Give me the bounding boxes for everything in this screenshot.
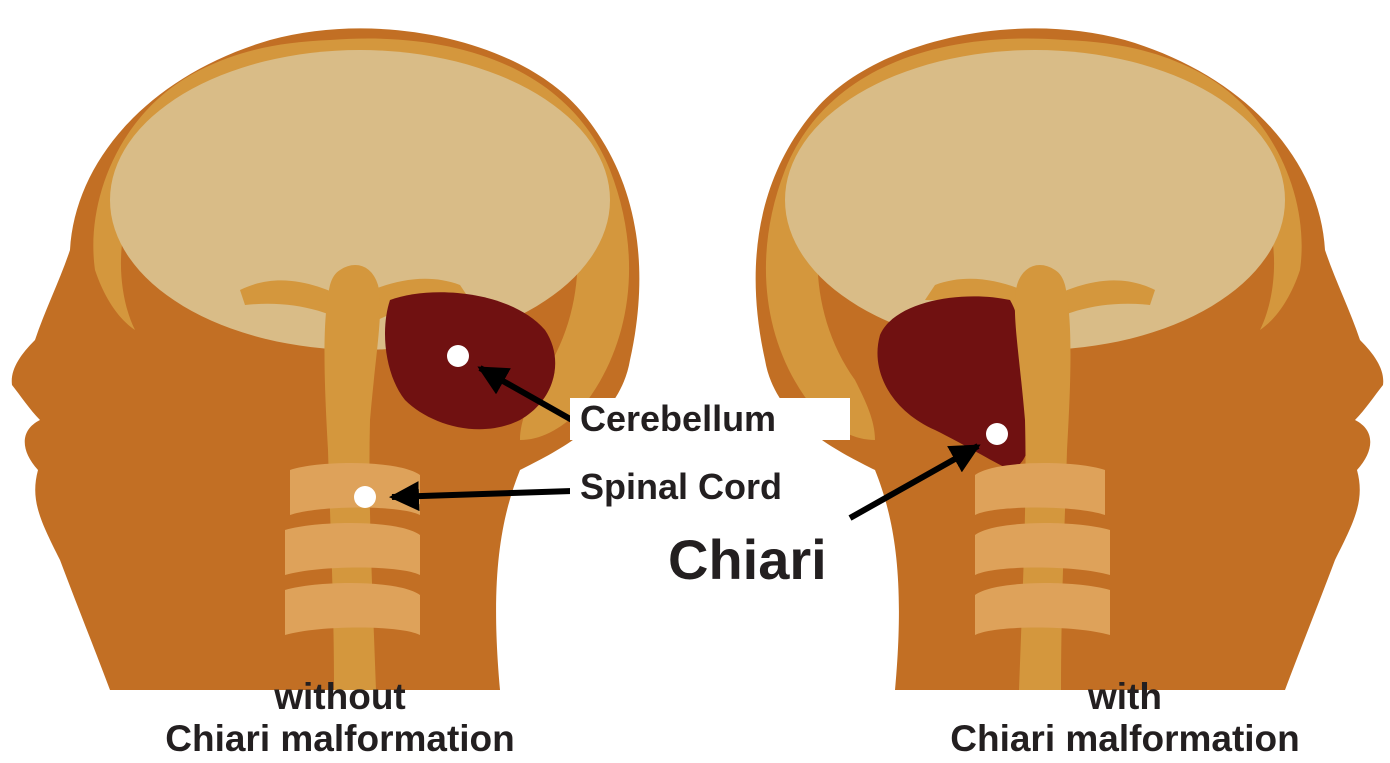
left-vertebra — [285, 523, 420, 575]
left-vertebrae — [285, 463, 420, 635]
caption-without-chiari: without Chiari malformation — [80, 676, 600, 760]
chiari-label: Chiari — [660, 520, 850, 598]
left-vertebra — [285, 583, 420, 635]
caption-with-line2: Chiari malformation — [860, 718, 1390, 760]
right-vertebra — [975, 463, 1105, 515]
left-cerebellum-marker — [447, 345, 469, 367]
right-chiari-marker — [986, 423, 1008, 445]
right-vertebrae — [975, 463, 1110, 635]
caption-without-line2: Chiari malformation — [80, 718, 600, 760]
left-vertebra — [290, 463, 420, 515]
right-vertebra — [975, 583, 1110, 635]
spinal-cord-label: Spinal Cord — [570, 464, 850, 510]
left-spinal-cord-marker — [354, 486, 376, 508]
caption-with-line1: with — [860, 676, 1390, 718]
right-vertebra — [975, 523, 1110, 575]
caption-with-chiari: with Chiari malformation — [860, 676, 1390, 760]
head-without-chiari — [12, 28, 640, 690]
cerebellum-label: Cerebellum — [570, 398, 850, 440]
caption-without-line1: without — [80, 676, 600, 718]
